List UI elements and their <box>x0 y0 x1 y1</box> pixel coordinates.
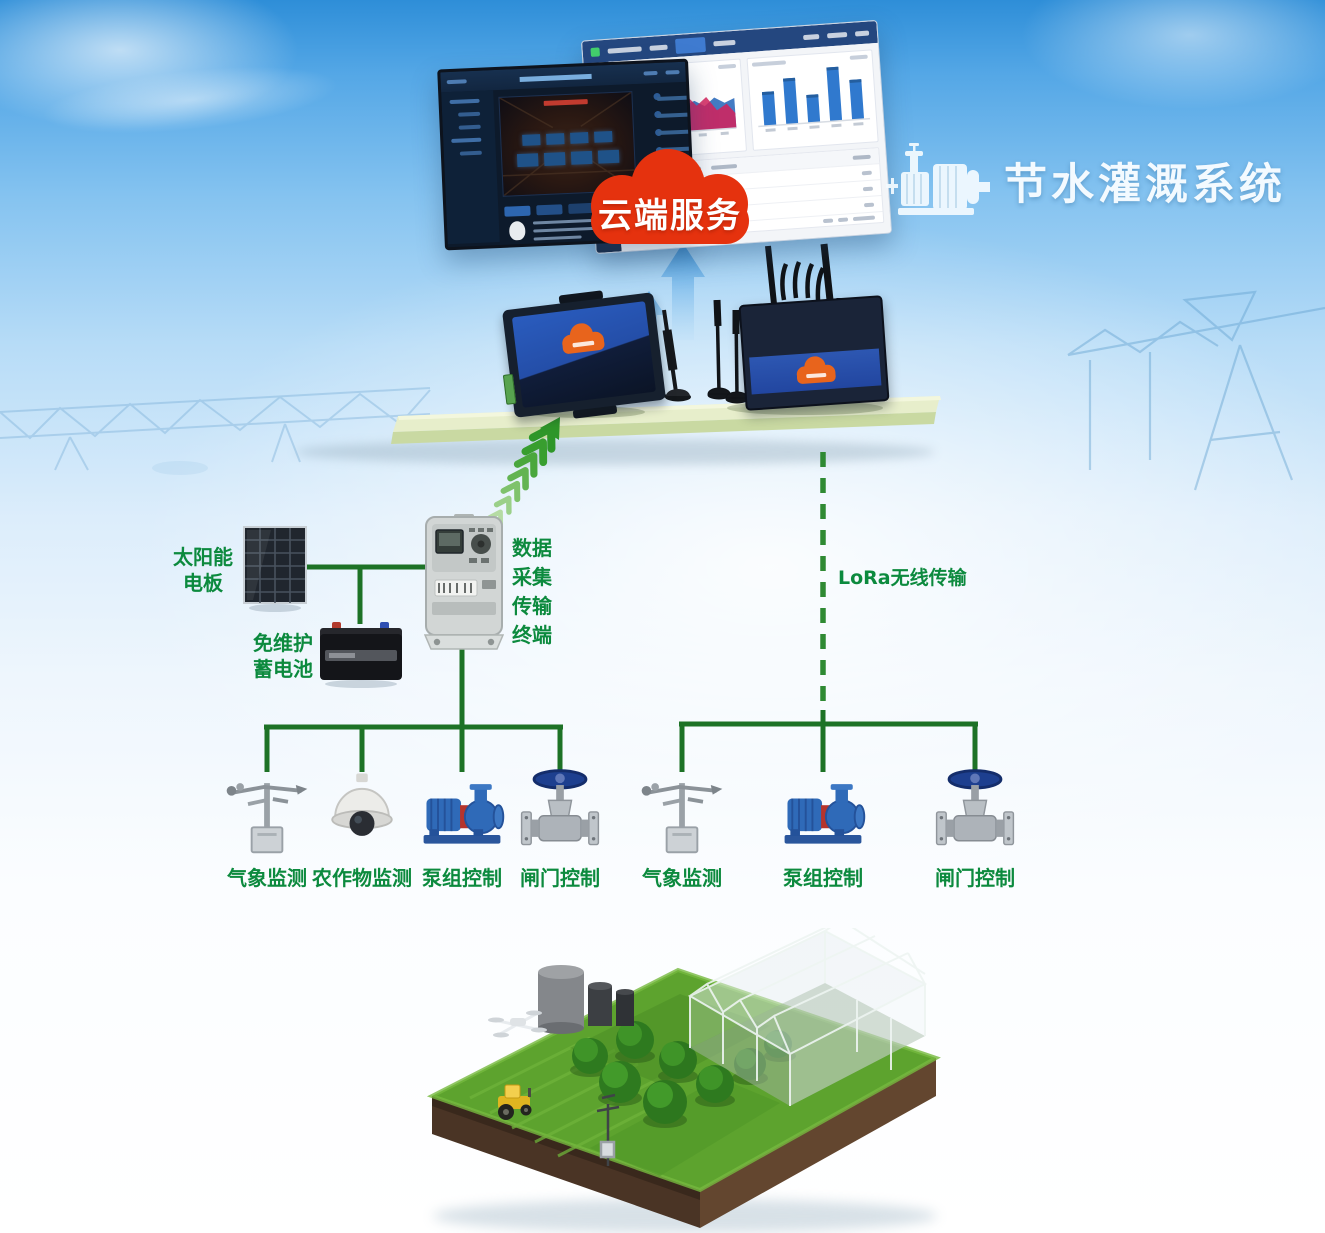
pump-brand-icon <box>886 143 990 215</box>
device-label: 泵组控制 <box>783 866 863 890</box>
data-terminal-label: 数据 采集 传输 终端 <box>512 536 552 647</box>
gateway-platform <box>295 396 941 465</box>
active-tab <box>674 36 706 54</box>
bar-chart-card <box>746 49 879 151</box>
device-label: 气象监测 <box>642 866 722 890</box>
device-label: 闸门控制 <box>520 866 600 890</box>
weather-station-icon <box>634 762 730 858</box>
farm-3d-illustration <box>426 928 941 1233</box>
orchard-trees <box>570 1021 796 1128</box>
field-device-gate-right: 闸门控制 <box>910 762 1040 891</box>
logo-icon <box>590 46 601 57</box>
cloud-wisp <box>37 54 343 146</box>
dashboard-sidebar <box>441 90 500 245</box>
vendor-cloud-logo-icon <box>790 355 840 388</box>
cloud-wisp <box>1020 0 1325 110</box>
greenhouse <box>687 928 928 1106</box>
avatar <box>508 220 526 241</box>
device-label: 农作物监测 <box>312 866 412 890</box>
device-label: 气象监测 <box>227 866 307 890</box>
cloud-service-badge: 云端服务 <box>570 146 770 250</box>
chevron-uplink-arrow <box>487 417 560 527</box>
cloud-icon <box>591 149 749 244</box>
valve-icon <box>927 762 1023 858</box>
vendor-cloud-logo-icon <box>554 320 610 358</box>
valve-icon <box>512 762 608 858</box>
dome-camera-icon <box>314 762 410 858</box>
field-device-gate-left: 闸门控制 <box>495 762 625 891</box>
data-terminal-image <box>423 514 505 656</box>
battery-label: 免维护 蓄电池 <box>253 631 313 681</box>
pump-icon <box>775 762 871 858</box>
device-label: 闸门控制 <box>935 866 1015 890</box>
rtu-gateway-device <box>501 290 667 419</box>
tractor <box>498 1084 532 1120</box>
soil-block <box>432 1058 936 1228</box>
field-device-weather-right: 气象监测 <box>617 762 747 891</box>
field-device-weather-left: 气象监测 <box>202 762 332 891</box>
device-label: 泵组控制 <box>422 866 502 890</box>
dashboard-title-bar <box>519 73 592 82</box>
cloud-wisp <box>0 0 300 130</box>
field-device-pump-right: 泵组控制 <box>758 762 888 891</box>
page-title: 节水灌溉系统 <box>1004 160 1286 210</box>
drone <box>488 1010 547 1038</box>
lora-link-label: LoRa无线传输 <box>838 567 967 589</box>
grass-field <box>426 967 941 1193</box>
system-title-block: 节水灌溉系统 <box>884 140 1286 222</box>
battery-image <box>318 620 404 692</box>
cloud-service-label: 云端服务 <box>598 196 742 236</box>
field-station-pole <box>596 1093 620 1166</box>
ground-shadow <box>433 1199 937 1233</box>
field-device-pump-left: 泵组控制 <box>397 762 527 891</box>
silo-tanks <box>538 965 634 1034</box>
solar-panel-image <box>243 526 309 616</box>
field-device-crop-camera: 农作物监测 <box>297 762 427 891</box>
solar-panel-label: 太阳能 电板 <box>173 545 233 595</box>
lora-gateway-device <box>738 295 890 411</box>
bar-chart <box>758 66 871 132</box>
